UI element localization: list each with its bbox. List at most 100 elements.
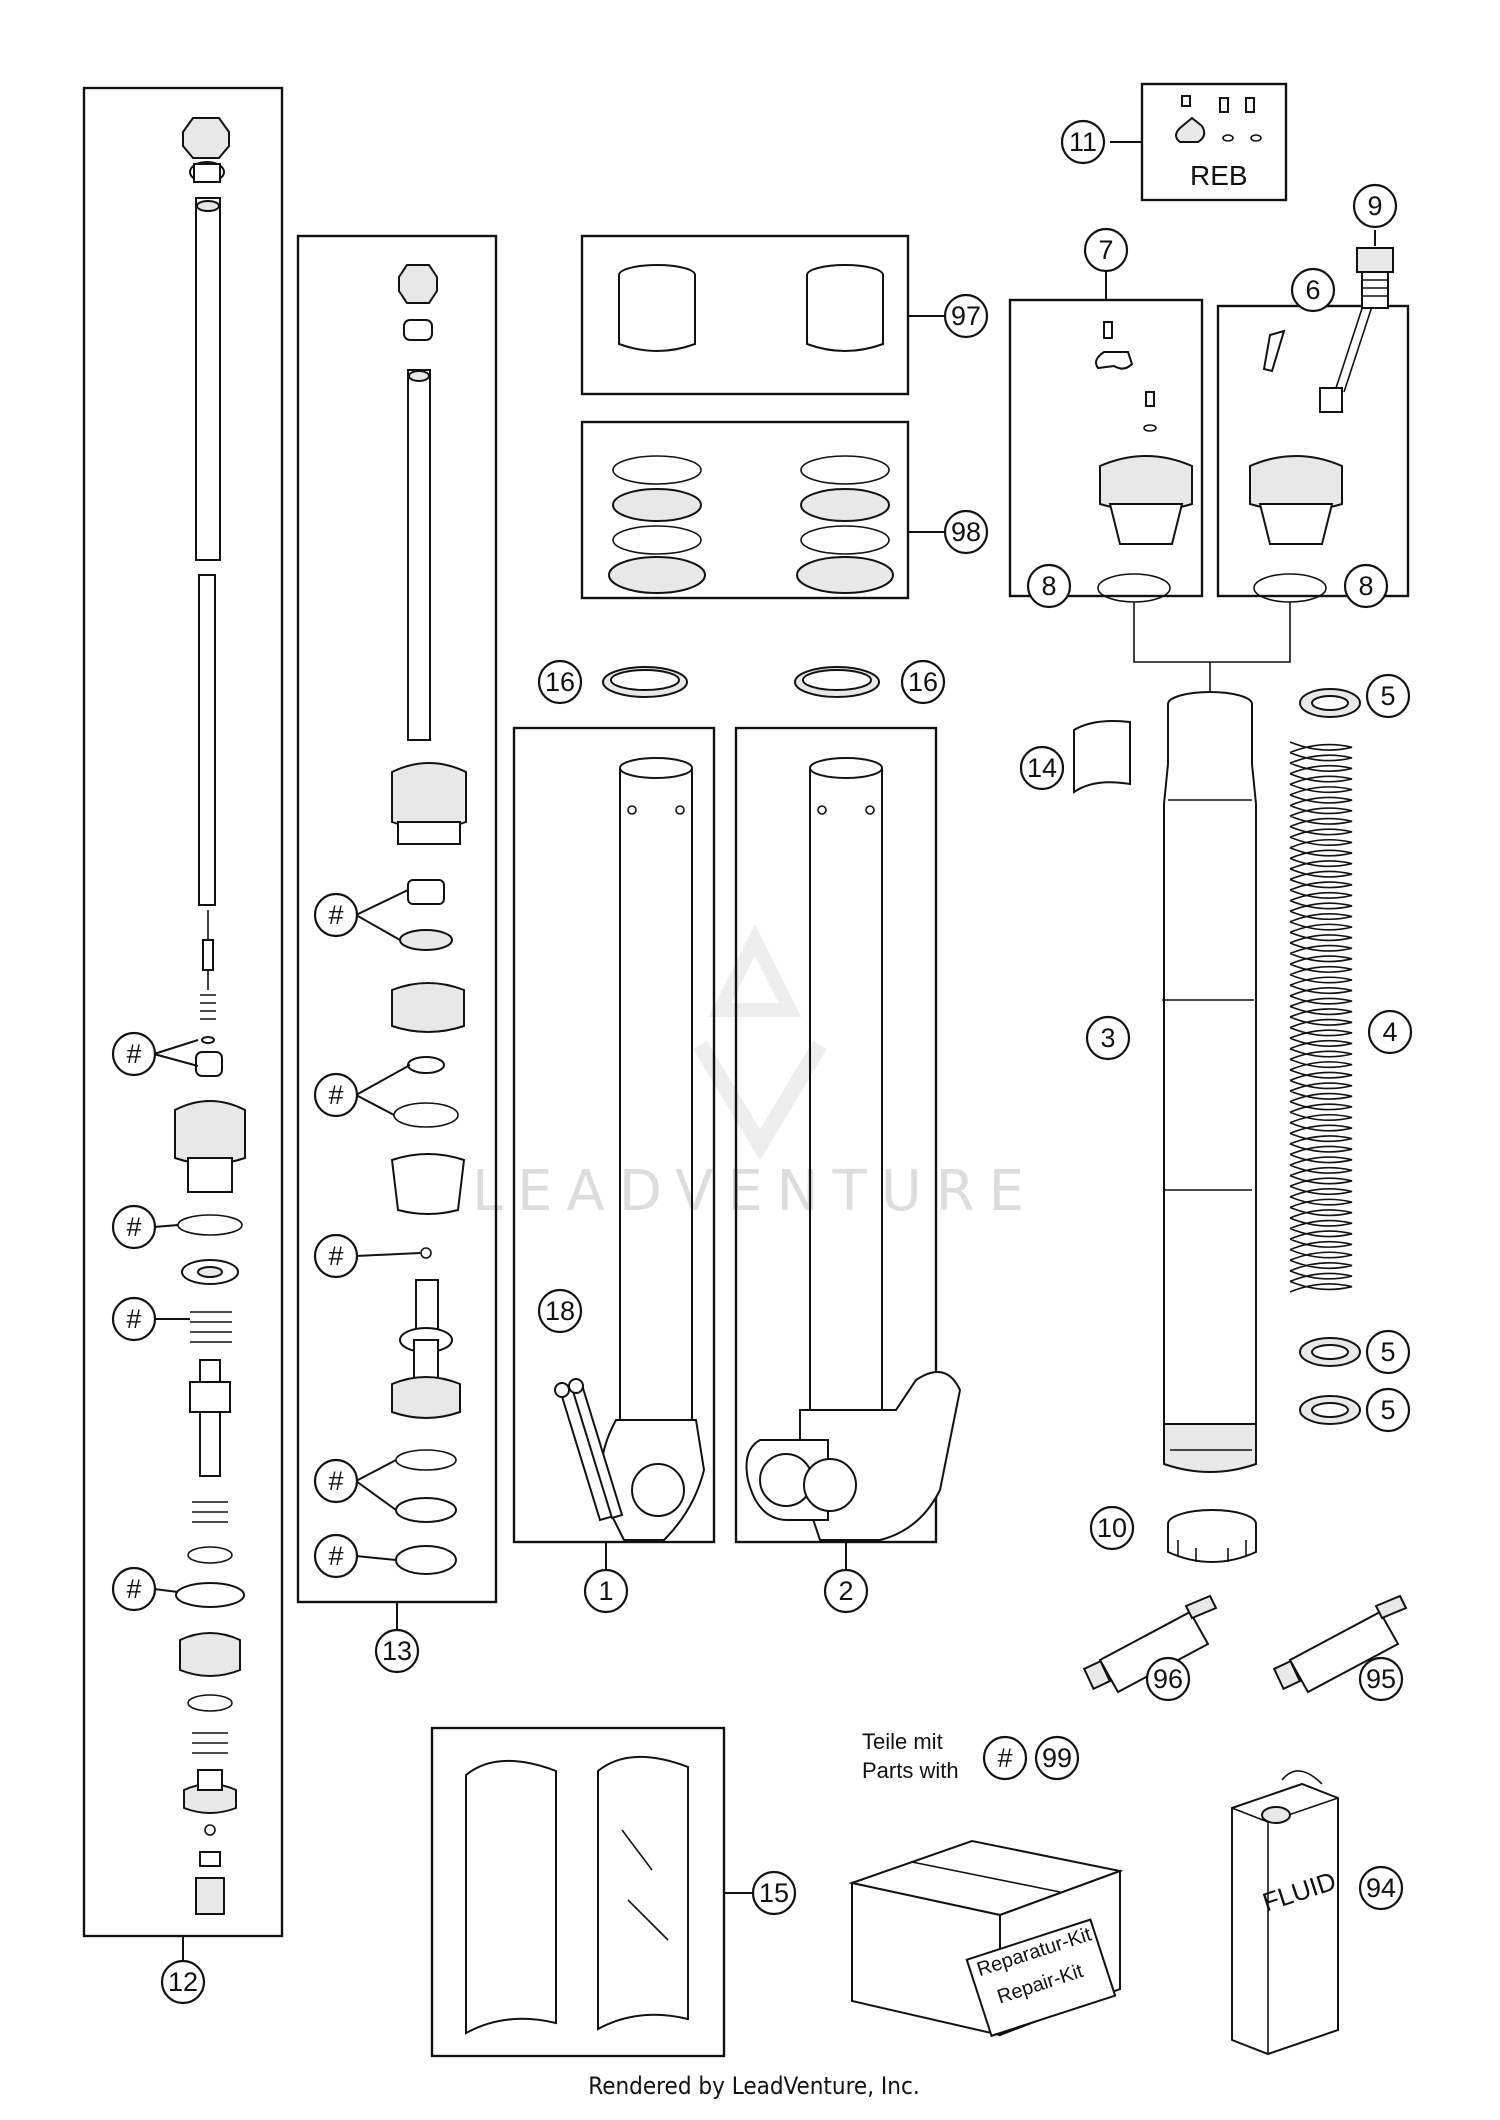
protector-10 [1167,1509,1257,1563]
svg-text:4: 4 [1382,1017,1397,1047]
svg-text:5: 5 [1380,1395,1395,1425]
callout-6: 6 [1290,267,1336,313]
callout-5-mid: 5 [1365,1329,1411,1375]
callout-1: 1 [583,1568,629,1614]
seal-kit-98 [608,455,894,594]
callout-5-top: 5 [1365,673,1411,719]
sticker-14 [1073,720,1131,794]
svg-text:#: # [328,1080,343,1110]
callout-15: 15 [751,1870,797,1916]
callout-11: 11 [1060,119,1106,165]
callout-16-right: 16 [900,659,946,705]
kit-note-line2: Parts with [862,1758,959,1783]
hash-callout-12a: # [111,1031,157,1077]
cartridge-12-parts [174,117,246,1915]
svg-text:98: 98 [951,517,981,547]
svg-text:#: # [126,1039,141,1069]
frame-7 [1008,298,1204,598]
svg-text:15: 15 [759,1878,789,1908]
svg-text:8: 8 [1358,571,1373,601]
hash-callout-kit: # [982,1735,1028,1781]
hash-callout-12c: # [111,1296,157,1342]
hash-leaders [153,889,421,1593]
svg-text:#: # [997,1743,1012,1773]
grease-tube-95 [1272,1594,1408,1694]
grease-tube-96 [1082,1594,1218,1694]
adjuster-9 [1356,247,1394,309]
svg-text:95: 95 [1366,1664,1396,1694]
callout-96: 96 [1145,1656,1191,1702]
frame-98 [580,420,910,600]
fluid-can-94: FLUID [1231,1770,1340,2056]
guide-bushings-97 [618,264,884,352]
svg-text:96: 96 [1153,1664,1183,1694]
svg-text:14: 14 [1027,753,1057,783]
svg-text:2: 2 [838,1576,853,1606]
callout-95: 95 [1358,1656,1404,1702]
callout-3: 3 [1085,1015,1131,1061]
spacer-5-top [1299,688,1361,718]
cartridge-13-parts [390,264,467,1575]
outer-tube-1 [554,757,706,1541]
callout-16-left: 16 [537,659,583,705]
outer-tube-2 [745,757,962,1541]
svg-text:#: # [328,1541,343,1571]
hash-callout-12d: # [111,1566,157,1612]
spacer-5-bottom [1299,1395,1361,1425]
hash-callout-13b: # [313,1072,359,1118]
watermark-logo [693,924,827,1161]
callout-14: 14 [1019,745,1065,791]
spring-4 [1289,741,1353,1293]
svg-text:97: 97 [951,301,981,331]
svg-text:#: # [126,1304,141,1334]
callout-10: 10 [1089,1505,1135,1551]
frame-6 [1216,304,1410,598]
svg-text:6: 6 [1305,275,1320,305]
reb-kit-11 [1175,95,1262,143]
svg-text:#: # [126,1574,141,1604]
svg-text:#: # [328,900,343,930]
kit-note-line1: Teile mit [862,1729,943,1754]
reb-label: REB [1190,160,1248,191]
callout-12: 12 [160,1959,206,2005]
callout-8-right: 8 [1343,563,1389,609]
hash-callout-13d: # [313,1458,359,1504]
spacer-5-mid [1299,1337,1361,1367]
svg-text:8: 8 [1041,571,1056,601]
fork-stickers-15 [465,1756,689,2035]
svg-text:16: 16 [545,667,575,697]
callout-9: 9 [1352,183,1398,229]
hash-callout-13a: # [313,892,359,938]
svg-text:99: 99 [1042,1743,1072,1773]
svg-text:#: # [328,1466,343,1496]
watermark-text: LEADVENTURE [472,1159,1038,1224]
svg-text:5: 5 [1380,1337,1395,1367]
frame-2 [734,726,938,1544]
callout-94: 94 [1358,1865,1404,1911]
hash-callout-13e: # [313,1533,359,1579]
callout-99: 99 [1034,1735,1080,1781]
svg-text:12: 12 [168,1967,198,1997]
callout-5-bottom: 5 [1365,1387,1411,1433]
footer-credit: Rendered by LeadVenture, Inc. [588,2072,919,2100]
svg-text:11: 11 [1069,127,1097,157]
callout-2: 2 [823,1568,869,1614]
repair-kit-box: Reparatur-Kit Repair-Kit [848,1839,1124,2038]
svg-text:3: 3 [1100,1023,1115,1053]
svg-text:16: 16 [908,667,938,697]
callout-18: 18 [537,1288,583,1334]
frame-1 [512,726,716,1544]
callout-7: 7 [1083,227,1129,273]
hash-callout-13c: # [313,1233,359,1279]
svg-text:#: # [328,1241,343,1271]
fork-cap-6 [1249,277,1381,603]
callout-4: 4 [1367,1009,1413,1055]
hash-callout-12b: # [111,1204,157,1250]
callout-97: 97 [943,293,989,339]
callout-13: 13 [374,1628,420,1674]
svg-text:13: 13 [382,1636,412,1666]
svg-text:1: 1 [598,1576,613,1606]
inner-tube-3 [1162,691,1257,1473]
svg-text:7: 7 [1098,235,1113,265]
